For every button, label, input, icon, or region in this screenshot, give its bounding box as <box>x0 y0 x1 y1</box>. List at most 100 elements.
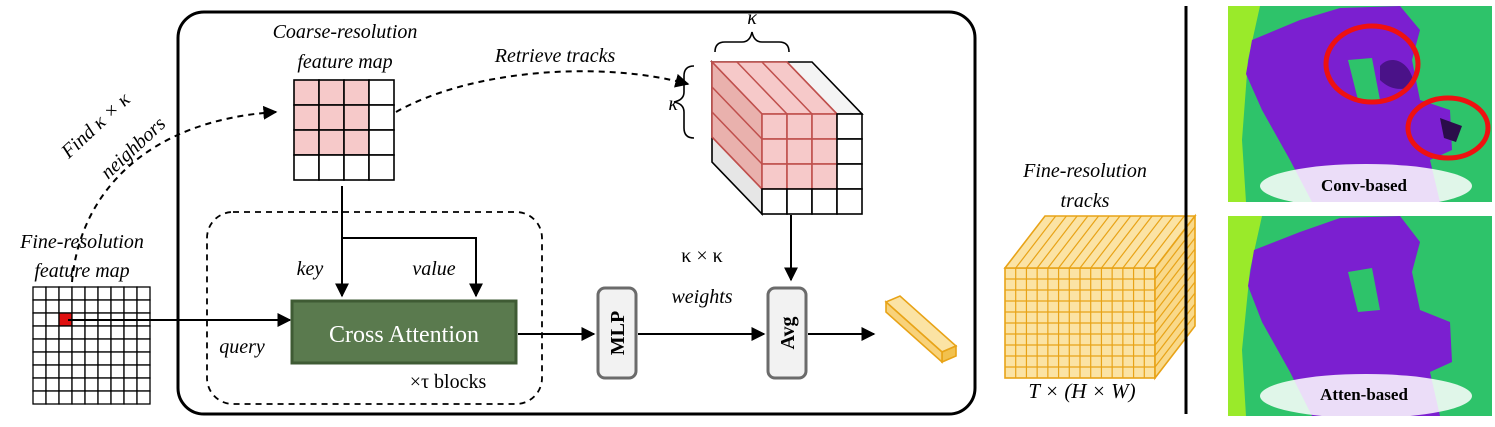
cube-front-cell <box>811 163 838 190</box>
atten-based-image <box>1228 216 1492 416</box>
dims-label: T × (H × W) <box>1028 379 1135 403</box>
main-frame <box>176 10 977 416</box>
coarse-cell <box>318 129 345 156</box>
orange-track-line <box>1058 215 1100 269</box>
fine-cell <box>110 286 125 301</box>
fine-cell <box>71 299 86 314</box>
value-arrow <box>342 237 483 298</box>
fine-cell <box>71 325 86 340</box>
fine-cell <box>32 377 47 392</box>
fine-cell <box>123 325 138 340</box>
fine-cell <box>97 364 112 379</box>
fine-cell <box>32 299 47 314</box>
coarse-cell <box>368 154 395 181</box>
coarse-cell <box>318 79 345 106</box>
fine-feature-map-grid <box>32 286 151 405</box>
cube-front-cell <box>786 138 813 165</box>
fine-cell <box>58 351 73 366</box>
avg-label: Avg <box>777 317 799 350</box>
weights-label-1: κ × κ <box>681 245 722 267</box>
cube-front-cell <box>811 113 838 140</box>
orange-track-line <box>1100 215 1142 269</box>
fine-cell <box>97 351 112 366</box>
fine-cell <box>123 377 138 392</box>
fine-cell <box>97 338 112 353</box>
fine-cell <box>32 325 47 340</box>
blocks-label: ×τ blocks <box>410 371 487 393</box>
retrieve-tracks-label: Retrieve tracks <box>494 45 616 67</box>
fine-cell <box>58 299 73 314</box>
orange-track-line <box>1154 281 1196 335</box>
orange-track-line <box>1133 215 1175 269</box>
coarse-cell <box>368 79 395 106</box>
cube-front-cell <box>761 113 788 140</box>
coarse-cell <box>343 154 370 181</box>
orange-track-line <box>1143 215 1185 269</box>
fine-cell <box>110 338 125 353</box>
output-track-bar <box>884 295 958 364</box>
orange-track-line <box>1154 314 1196 368</box>
coarse-cell <box>318 104 345 131</box>
conv-based-label: Conv-based <box>1321 176 1408 195</box>
track-line <box>761 61 813 115</box>
orange-track-line <box>1122 215 1164 269</box>
fine-cell <box>45 325 60 340</box>
cube-front-cell <box>761 138 788 165</box>
fine-cell <box>32 338 47 353</box>
fine-cell <box>58 390 73 405</box>
fine-cell <box>71 338 86 353</box>
fine-cell <box>97 377 112 392</box>
fine-map-title-1: Fine-resolution <box>19 231 144 253</box>
cube-front-cell <box>811 138 838 165</box>
fine-cell <box>110 390 125 405</box>
orange-track-line <box>1025 215 1067 269</box>
query-label: query <box>219 336 265 358</box>
track-line <box>711 111 763 165</box>
kappa-side-label: κ <box>668 93 678 115</box>
fine-cell <box>97 390 112 405</box>
fine-cell <box>123 338 138 353</box>
orange-track-line <box>1154 270 1196 324</box>
track-line <box>736 61 788 115</box>
cube-front-cell <box>811 188 838 215</box>
orange-track-line <box>1154 237 1196 291</box>
fine-cell <box>45 364 60 379</box>
fine-cell <box>45 351 60 366</box>
fine-cell <box>58 286 73 301</box>
mlp-box <box>596 286 638 380</box>
fine-cell <box>110 299 125 314</box>
fine-cell <box>84 325 99 340</box>
orange-track-line <box>1079 215 1121 269</box>
kappa-brace-side <box>673 65 695 139</box>
fine-cell <box>110 364 125 379</box>
coarse-cell <box>343 104 370 131</box>
orange-track-line <box>1154 259 1196 313</box>
cube-front-cell <box>836 188 863 215</box>
coarse-cell <box>318 154 345 181</box>
track-line <box>711 136 763 190</box>
fine-cell <box>45 390 60 405</box>
fine-cell <box>32 286 47 301</box>
orange-track-line <box>1154 226 1196 280</box>
retrieved-tracks-cube <box>710 60 864 216</box>
coarse-cell <box>293 129 320 156</box>
fine-cell <box>32 312 47 327</box>
fine-cell <box>71 351 86 366</box>
fine-tracks-title-1: Fine-resolution <box>1022 160 1147 182</box>
fine-cell <box>136 325 151 340</box>
fine-tracks-cube <box>1003 213 1197 381</box>
fine-cell <box>110 351 125 366</box>
cross-attention-label: Cross Attention <box>329 322 479 348</box>
orange-track-line <box>1111 215 1153 269</box>
fine-cell <box>84 286 99 301</box>
fine-cell <box>136 351 151 366</box>
orange-track-line <box>1090 215 1132 269</box>
fine-cell <box>136 377 151 392</box>
track-line <box>786 61 838 115</box>
fine-cell <box>110 377 125 392</box>
atten-based-label: Atten-based <box>1320 385 1408 404</box>
key-label: key <box>297 258 324 280</box>
fine-cell <box>97 299 112 314</box>
coarse-cell <box>293 154 320 181</box>
fine-cell <box>71 390 86 405</box>
